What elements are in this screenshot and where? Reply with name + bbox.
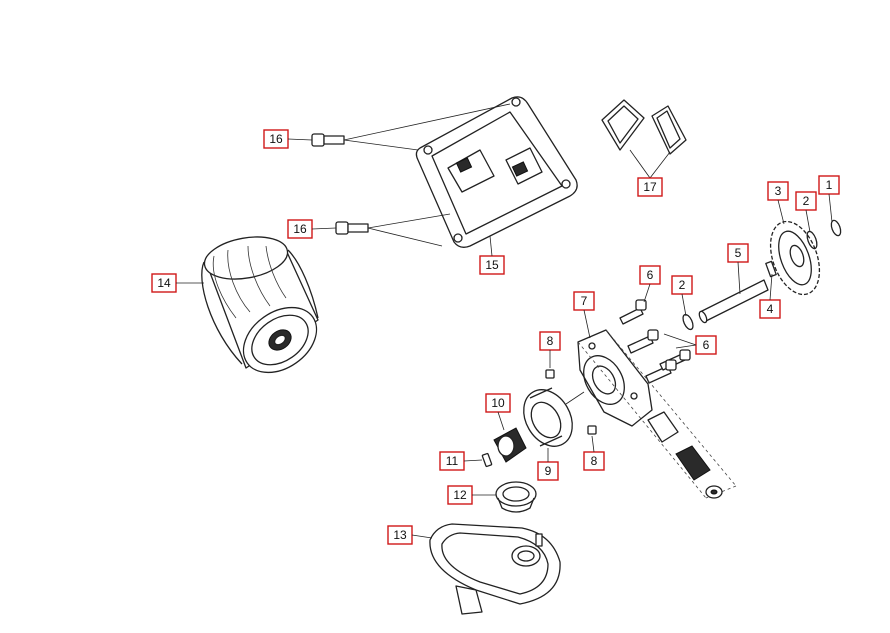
cover-bolt-upper: [311, 133, 345, 147]
callout-7: 7: [573, 291, 595, 339]
cover-plate: [415, 96, 578, 248]
callout-8-upper: 8: [539, 331, 561, 368]
callout-label: 15: [485, 258, 499, 272]
callout-5: 5: [727, 243, 749, 295]
drive-pin: [481, 452, 493, 468]
callout-label: 8: [547, 334, 554, 348]
callout-8-lower: 8: [583, 435, 605, 471]
callout-label: 12: [453, 488, 467, 502]
callout-16-lower: 16: [287, 219, 337, 239]
callout-2-upper: 2: [795, 191, 817, 233]
dowel-pin-lower: [587, 425, 597, 435]
callout-label: 14: [157, 276, 171, 290]
callout-label: 2: [803, 194, 810, 208]
callout-10: 10: [485, 393, 511, 431]
relief-cap: [705, 485, 723, 499]
callout-16-upper: 16: [263, 129, 313, 149]
cover-bolt-lower: [335, 221, 369, 235]
callout-label: 9: [545, 464, 552, 478]
callout-label: 10: [491, 396, 505, 410]
callout-label: 6: [703, 338, 710, 352]
callout-label: 16: [269, 132, 283, 146]
gasket-left: [601, 99, 645, 151]
callout-15: 15: [479, 235, 505, 275]
washer-2-upper: [806, 230, 818, 250]
callout-label: 11: [446, 454, 459, 468]
callout-17: 17: [637, 177, 663, 197]
callout-9: 9: [537, 448, 559, 481]
callout-label: 6: [647, 268, 654, 282]
callout-label: 17: [643, 180, 657, 194]
pin-4: [765, 260, 777, 278]
relief-plunger: [647, 411, 679, 443]
callout-2-lower: 2: [671, 275, 693, 317]
circlip-1: [830, 219, 842, 237]
callout-3: 3: [767, 181, 789, 225]
callout-1: 1: [818, 175, 840, 223]
callout-label: 16: [293, 222, 307, 236]
relief-spring: [675, 445, 711, 481]
dowel-pin-upper: [545, 369, 555, 379]
gasket-right: [651, 105, 687, 155]
callout-label: 3: [775, 184, 782, 198]
pump-shaft: [698, 279, 769, 324]
seal-ring: [495, 481, 537, 513]
oil-strainer: [429, 523, 561, 615]
callout-label: 8: [591, 454, 598, 468]
washer-2-lower: [682, 313, 694, 331]
inner-rotor: [493, 427, 527, 463]
outer-rotor: [523, 387, 573, 447]
callout-12: 12: [447, 485, 496, 505]
callout-4: 4: [759, 273, 781, 319]
callout-14: 14: [151, 273, 204, 293]
pump-bolts: [619, 299, 691, 384]
callout-label: 1: [826, 178, 833, 192]
callout-6-upper: 6: [639, 265, 661, 303]
callout-label: 13: [393, 528, 407, 542]
callout-label: 2: [679, 278, 686, 292]
callout-label: 5: [735, 246, 742, 260]
oil-pump-gear: [769, 220, 821, 296]
callout-13: 13: [387, 525, 433, 545]
callout-label: 4: [767, 302, 774, 316]
callout-label: 7: [581, 294, 588, 308]
callout-6-lower: 6: [663, 333, 717, 355]
oil-filter: [201, 236, 319, 374]
oil-pump-housing: [577, 329, 653, 427]
callout-11: 11: [439, 451, 483, 471]
